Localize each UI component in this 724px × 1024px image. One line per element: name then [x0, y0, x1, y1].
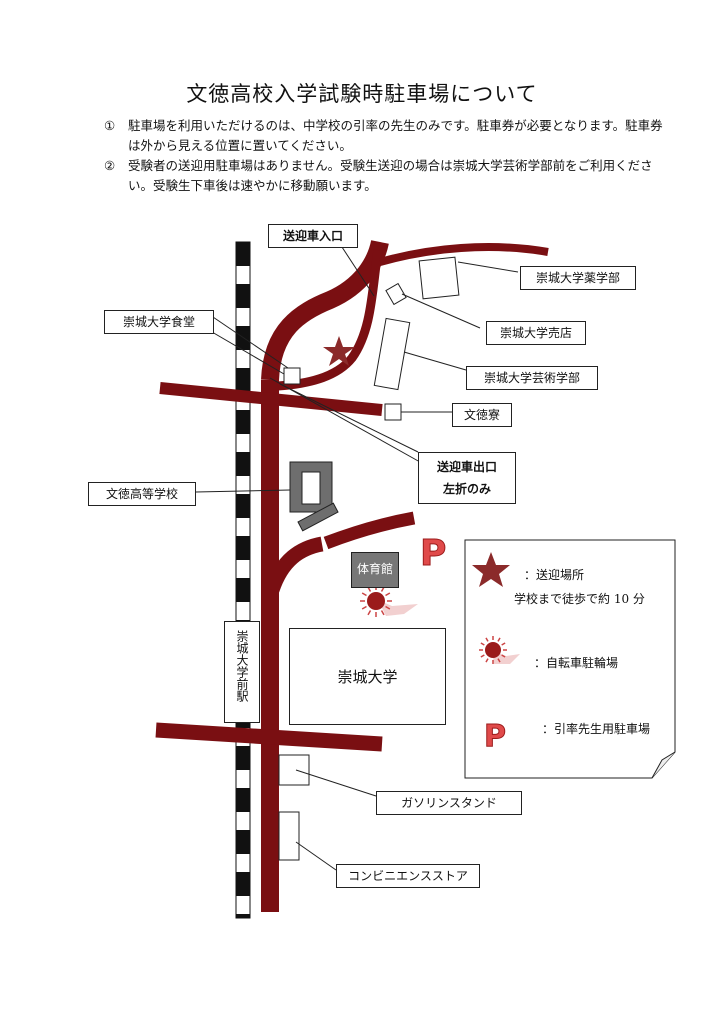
bike-parking-icon [360, 585, 418, 617]
sun-ray [480, 642, 485, 646]
gym-building: 体育館 [351, 552, 399, 588]
buildings [278, 256, 460, 861]
legend-star-label: ：送迎場所 [524, 568, 585, 582]
exit-line-1: 送迎車出口 [436, 460, 497, 474]
sun-ray [361, 592, 367, 597]
label-arts: 崇城大学芸術学部 [466, 366, 598, 390]
rail-segment [236, 368, 250, 392]
notes: ① 駐車場を利用いただけるのは、中学校の引率の先生のみです。駐車券が必要となりま… [104, 116, 664, 196]
label-convenience-store: コンビニエンスストア [336, 864, 480, 888]
arts-building [373, 317, 411, 391]
note-text: 受験者の送迎用駐車場はありません。受験生送迎の場合は崇城大学芸術学部前をご利用く… [128, 158, 653, 193]
railway-track [235, 241, 251, 919]
south-road [155, 722, 383, 752]
shop-building [385, 282, 407, 306]
sun-ray [385, 592, 391, 597]
sun-ray [485, 637, 489, 642]
pharmacy-building [418, 256, 460, 300]
rail-segment [236, 494, 250, 518]
school-building [289, 461, 339, 532]
legend-star-sub: 学校まで徒歩で約 10 分 [514, 592, 645, 606]
sun-ray [497, 637, 501, 642]
rail-segment [236, 242, 250, 266]
sun-ray [497, 658, 501, 663]
pickup-star-icon [323, 336, 355, 366]
dorm-building [384, 403, 402, 421]
label-school: 文徳高等学校 [88, 482, 196, 506]
leader-lines [195, 243, 519, 871]
parking-icon: P [420, 533, 446, 574]
rail-segment [236, 746, 250, 770]
sun-ray [380, 610, 385, 616]
note-number: ② [104, 158, 116, 173]
page-title: 文徳高校入学試験時駐車場について [186, 82, 538, 106]
rail-segment [236, 830, 250, 854]
rail-segment [236, 452, 250, 476]
sun-ray [501, 642, 506, 646]
legend-parking-label: ：引率先生用駐車場 [542, 722, 651, 736]
label-gas-station: ガソリンスタンド [376, 791, 522, 815]
rail-segment [236, 788, 250, 812]
gas-station-building [278, 754, 310, 786]
dorm-road [159, 382, 383, 416]
legend-bike-icon [479, 636, 520, 664]
note-2: ② 受験者の送迎用駐車場はありません。受験生送迎の場合は崇城大学芸術学部前をご利… [104, 156, 664, 196]
legend-bike-label: ：自転車駐輪場 [534, 656, 619, 670]
rail-segment [236, 578, 250, 602]
rail-segment [236, 410, 250, 434]
label-cafeteria: 崇城大学食堂 [104, 310, 214, 334]
sun-ray [485, 658, 489, 663]
note-1: ① 駐車場を利用いただけるのは、中学校の引率の先生のみです。駐車券が必要となりま… [104, 116, 664, 156]
label-dorm: 文徳寮 [452, 403, 512, 427]
legend-parking-icon: P [484, 719, 506, 754]
university-building: 崇城大学 [289, 628, 446, 725]
rail-segment [236, 872, 250, 896]
rail-segment [236, 914, 250, 918]
store-building [278, 811, 300, 861]
sun-ray [367, 610, 372, 616]
sun-ray [361, 605, 367, 610]
gym-road [264, 536, 324, 593]
rail-segment [236, 284, 250, 308]
exit-line-2: 左折のみ [442, 482, 491, 496]
legend-box: P [464, 539, 676, 779]
sun-ray [385, 605, 391, 610]
pickup-loop [277, 249, 383, 391]
label-pickup-exit: 送迎車出口 左折のみ [418, 452, 516, 504]
rail-segment [236, 536, 250, 560]
label-pickup-entrance: 送迎車入口 [268, 224, 358, 248]
cafeteria-building [283, 367, 301, 385]
note-number: ① [104, 118, 116, 133]
station-sign: 崇城大学前駅 [224, 621, 260, 723]
entrance-road [261, 239, 389, 381]
label-pharmacy: 崇城大学薬学部 [520, 266, 636, 290]
label-shop: 崇城大学売店 [486, 321, 586, 345]
roads [155, 239, 549, 912]
sun-ray [480, 654, 485, 658]
sun-ray [501, 654, 506, 658]
legend-star-icon [472, 552, 510, 587]
note-text: 駐車場を利用いただけるのは、中学校の引率の先生のみです。駐車券が必要となります。… [128, 118, 663, 153]
pharmacy-road [378, 243, 549, 266]
